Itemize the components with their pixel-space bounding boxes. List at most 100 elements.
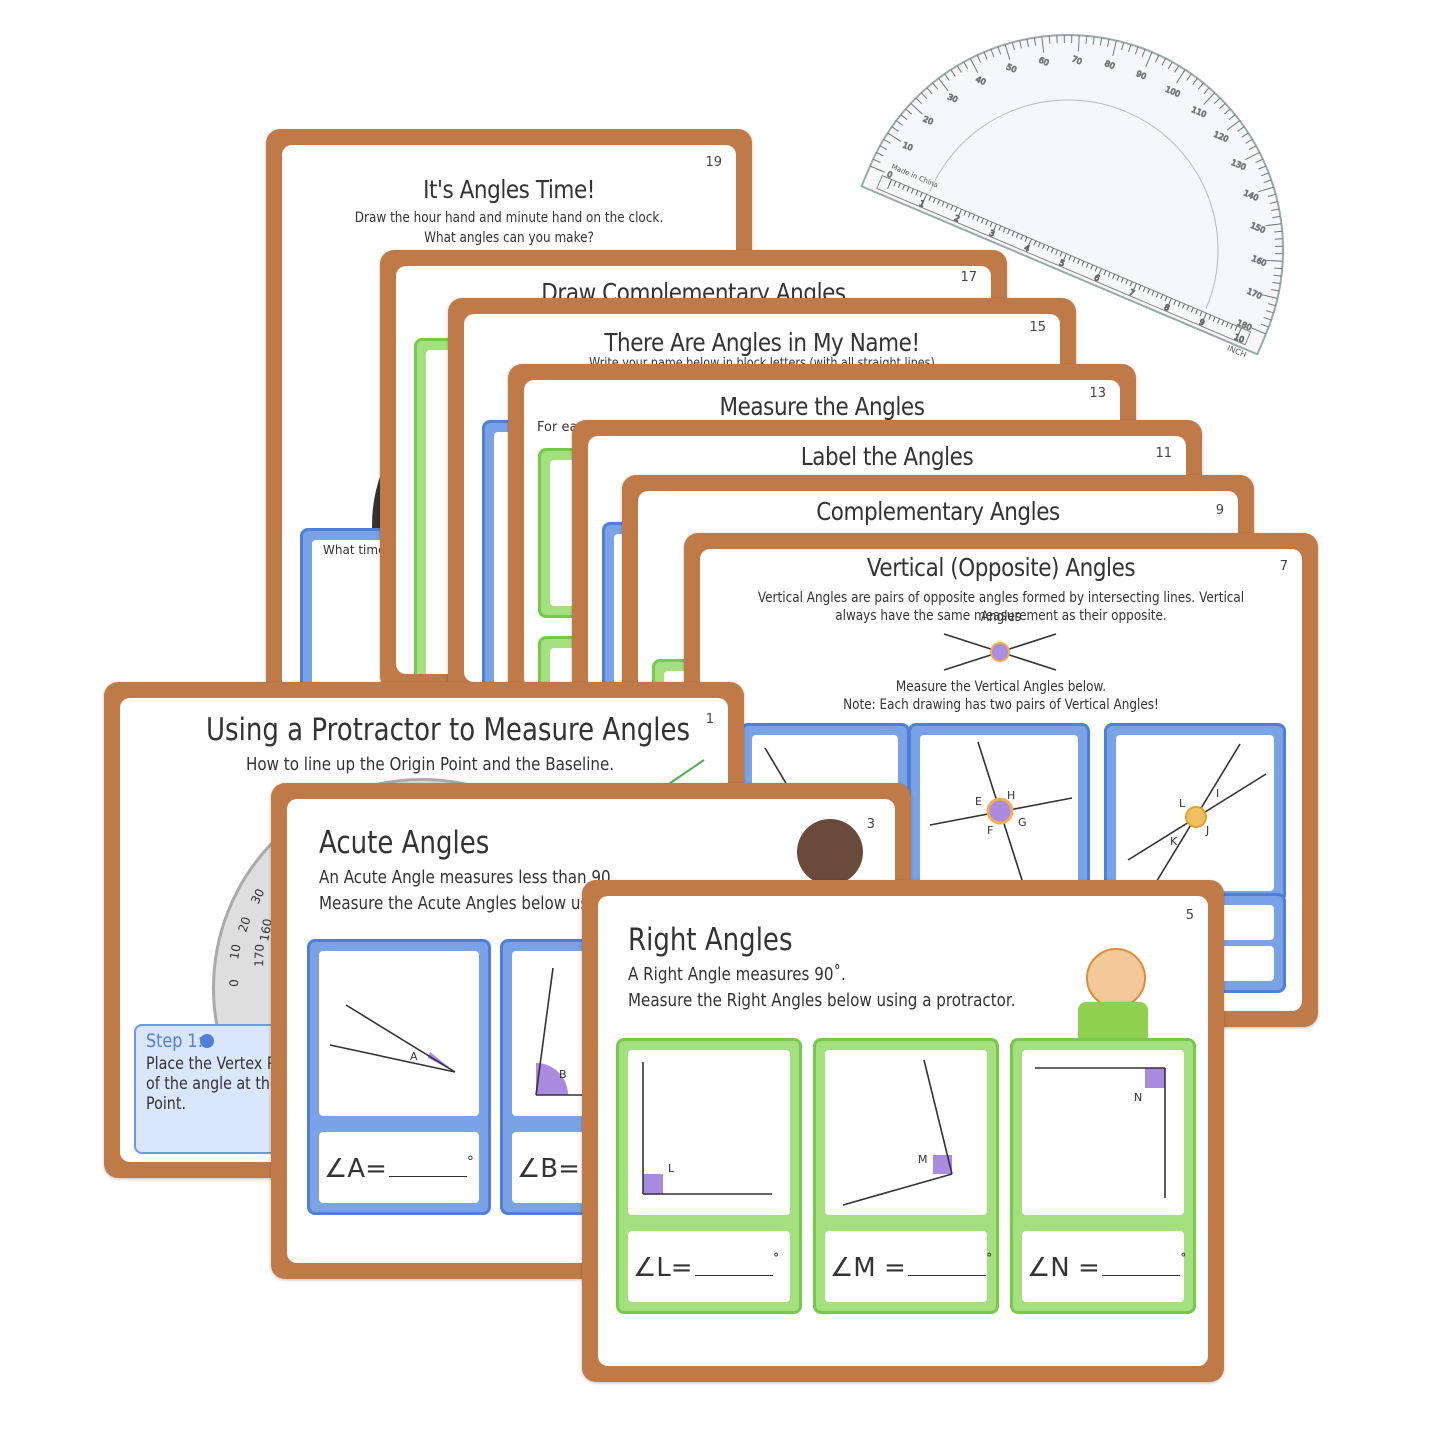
step-text: Point.: [146, 1094, 187, 1114]
card-number: 11: [1155, 446, 1172, 461]
angle-label: B: [559, 1068, 567, 1081]
protractor-tick: [1011, 42, 1015, 51]
ruler-tick: [1046, 246, 1050, 252]
protractor-tick: [905, 108, 913, 115]
ruler-tick: [1125, 279, 1129, 285]
ruler-tick: [1020, 234, 1024, 240]
ruler-tick: [922, 194, 927, 204]
protractor-tick: [887, 132, 902, 142]
ruler-tick: [1120, 277, 1124, 283]
protractor-degree-label: 40: [974, 75, 987, 87]
ruler-tick: [954, 207, 958, 213]
ruler-tick: [1042, 244, 1045, 250]
scale-label: 170: [252, 944, 267, 967]
protractor-tick: [1261, 172, 1269, 177]
ruler-tick: [1167, 298, 1172, 308]
protractor-tick: [1141, 49, 1146, 57]
card-line: Measure the Acute Angles below usi: [319, 893, 593, 914]
protractor-tick: [920, 92, 928, 99]
protractor-tick: [976, 54, 981, 63]
ruler-tick: [1236, 327, 1242, 338]
card-number: 13: [1089, 386, 1106, 401]
ruler-tick: [967, 212, 971, 218]
ruler-tick: [1015, 233, 1019, 239]
angle-label: I: [1216, 787, 1219, 800]
scale-label: 30: [248, 886, 267, 906]
ruler-tick: [937, 199, 941, 205]
answer-n: ∠N =˚: [1027, 1253, 1187, 1283]
ruler-tick: [972, 214, 976, 220]
ruler-tick: [945, 203, 949, 209]
ruler-tick: [897, 182, 901, 188]
ruler-tick: [893, 181, 897, 187]
scale-label: 20: [236, 915, 254, 934]
ruler-tick: [887, 179, 893, 189]
protractor-tick: [1255, 158, 1264, 163]
ruler-tick: [915, 190, 919, 196]
answer-a: ∠A=°: [324, 1154, 474, 1184]
protractor-tick: [896, 120, 903, 126]
card-title: Complementary Angles: [816, 497, 1060, 526]
ruler-tick: [1055, 249, 1059, 255]
protractor-tick: [1261, 323, 1269, 328]
protractor-tick: [1226, 120, 1241, 131]
protractor-tick: [1271, 289, 1280, 292]
card-line: An Acute Angle measures less than 90: [319, 867, 611, 888]
protractor-tick: [1048, 35, 1051, 44]
protractor-tick: [1041, 36, 1045, 53]
card-number: 5: [1185, 908, 1194, 923]
ruler-tick: [1164, 296, 1168, 302]
angle-label: N: [1134, 1091, 1142, 1104]
ruler-tick: [1199, 311, 1203, 317]
angle-label: E: [975, 795, 982, 808]
card-instruction: Measure the Vertical Angles below.: [895, 679, 1107, 695]
protractor-tick: [872, 158, 881, 163]
ruler-tick: [1024, 236, 1028, 242]
protractor-tick: [1134, 46, 1139, 55]
protractor-tick: [1228, 114, 1236, 121]
card-title: Vertical (Opposite) Angles: [866, 553, 1136, 582]
protractor-degree-label: 10: [901, 140, 914, 152]
ruler-tick: [1132, 283, 1137, 293]
protractor-tick: [876, 151, 884, 157]
origin-point-icon: [200, 1034, 214, 1048]
protractor-tick: [1274, 230, 1283, 233]
ruler-tick: [1173, 299, 1177, 305]
angle-label: L: [1179, 797, 1186, 810]
protractor-tick: [932, 82, 939, 90]
protractor-tick: [1258, 165, 1267, 170]
ruler-tick: [1138, 285, 1142, 291]
angle-label: H: [1007, 789, 1015, 802]
ruler-tick: [906, 186, 910, 192]
protractor-tick: [1026, 38, 1029, 47]
angle-label: L: [668, 1162, 675, 1175]
ruler-tick: [1155, 292, 1159, 298]
protractor-tick: [926, 87, 933, 95]
ruler-tick: [1147, 288, 1151, 294]
card-title: It's Angles Time!: [423, 175, 595, 204]
card-description: always have the same measurement as thei…: [835, 608, 1167, 624]
protractor-tick: [1213, 97, 1221, 104]
angle-label: J: [1205, 824, 1209, 837]
card-instruction: Note: Each drawing has two pairs of Vert…: [843, 697, 1159, 713]
card-subtitle: Draw the hour hand and minute hand on th…: [354, 210, 664, 226]
ruler-tick: [1186, 305, 1190, 311]
ruler-tick: [980, 218, 984, 224]
ruler-tick: [1090, 264, 1094, 270]
card-line: Measure the Right Angles below using a p…: [628, 990, 1016, 1011]
time-prompt: What time i: [323, 543, 393, 557]
protractor-degree-label: 20: [922, 114, 935, 126]
protractor-tick: [1019, 40, 1022, 49]
card-title: Measure the Angles: [719, 392, 925, 421]
ruler-tick: [1072, 257, 1076, 263]
protractor-tick: [1273, 274, 1282, 277]
protractor-tick: [1267, 303, 1276, 307]
card-prompt: For ea: [537, 420, 578, 435]
angle-label: K: [1170, 835, 1178, 848]
ruler-label: 1: [918, 199, 926, 209]
ruler-tick: [1107, 272, 1111, 278]
protractor-tick: [1250, 327, 1267, 335]
protractor-tick: [1269, 201, 1278, 204]
step-label: Step 1:: [146, 1030, 203, 1052]
protractor-tick: [1272, 281, 1281, 285]
